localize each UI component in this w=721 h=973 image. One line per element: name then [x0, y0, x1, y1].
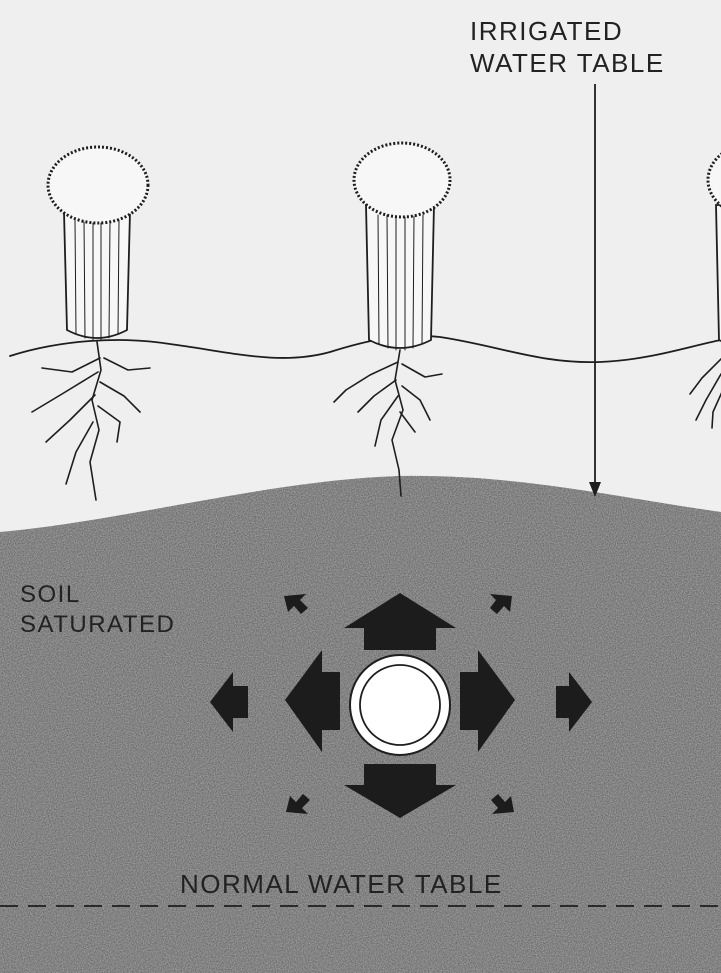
plant-2-leaves — [354, 143, 450, 217]
plant-1-leaves — [48, 147, 148, 223]
plant-2-stalk — [366, 205, 434, 348]
drain-pipe-inner — [360, 665, 440, 745]
plant-1-stalk — [64, 212, 130, 338]
irrigated-water-table-label-line2: WATER TABLE — [470, 48, 665, 78]
soil-saturated-label-line2: SATURATED — [20, 611, 175, 638]
drain-pipe-icon — [350, 655, 450, 755]
soil-saturated-label-line1: SOIL — [20, 581, 81, 608]
irrigated-water-table-label-line1: IRRIGATED — [470, 16, 623, 46]
normal-water-table-label: NORMAL WATER TABLE — [180, 869, 503, 899]
